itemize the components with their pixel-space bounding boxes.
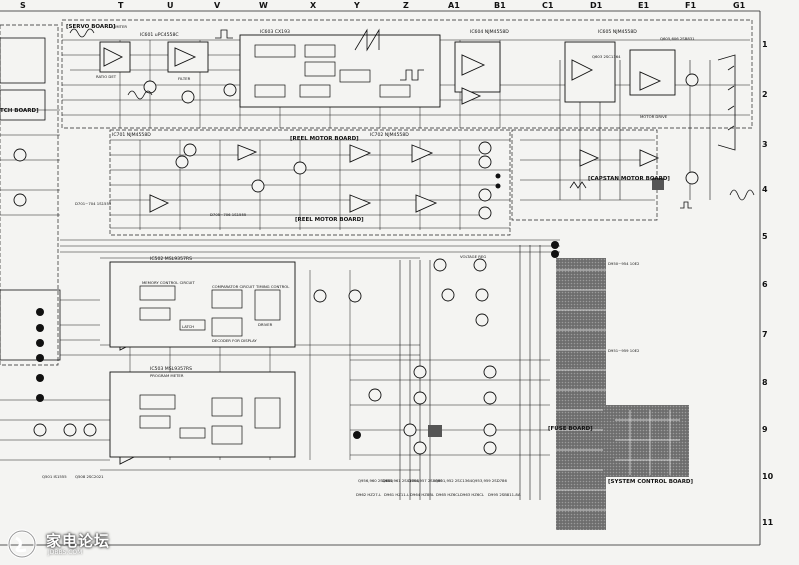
column-label: A1 xyxy=(448,1,460,10)
row-label: 6 xyxy=(762,280,768,289)
memory-control-label: MEMORY CONTROL CIRCUIT xyxy=(142,280,195,285)
ic503-block xyxy=(109,371,296,458)
component-label: D701~704 1S1555 xyxy=(75,201,112,206)
ic503-label: IC503 MSL9357RS xyxy=(150,366,192,372)
ic605-label: IC605 NJM4558D xyxy=(598,29,637,35)
filter-label: FILTER xyxy=(178,76,191,81)
column-label: C1 xyxy=(542,1,554,10)
waveform-sine xyxy=(69,28,95,38)
component-label: D995 2SB811-8A xyxy=(488,492,521,497)
row-label: 7 xyxy=(762,330,768,339)
component-label: Q956,960 2SD880 xyxy=(358,478,393,483)
program-meter-label: PROGRAM METER xyxy=(150,373,184,378)
waveform-pulse xyxy=(680,201,692,209)
ic502-label: IC502 MSL9357RS xyxy=(150,256,192,262)
component-label: Q954,957 2SB880 xyxy=(408,478,443,483)
waveform-sine xyxy=(729,189,755,201)
row-label: 8 xyxy=(762,378,768,387)
column-label: U xyxy=(167,1,174,10)
component-label: VOLTAGE REG xyxy=(460,254,486,259)
component-label: Q953,959 2SD786 xyxy=(472,478,507,483)
column-label: G1 xyxy=(733,1,746,10)
capstan-motor-board-label: [CAPSTAN MOTOR BOARD] xyxy=(588,176,670,182)
row-label: 9 xyxy=(762,425,768,434)
component-label: D962 HZ27-L xyxy=(356,492,382,497)
component-label: Q603 2SC1364 xyxy=(592,54,621,59)
waveform-triangle xyxy=(569,181,587,189)
column-label: Z xyxy=(403,1,409,10)
component-label: D950~954 10E2 xyxy=(608,261,640,266)
comparator-label: COMPARATOR CIRCUIT xyxy=(212,284,255,289)
waveform-sawtooth xyxy=(354,28,380,52)
column-label: D1 xyxy=(590,1,603,10)
ic-chip xyxy=(428,425,442,437)
column-label: S xyxy=(20,1,26,10)
system-control-shading xyxy=(603,405,689,477)
component-label: D963 HZ6CL xyxy=(460,492,485,497)
timing-label: TIMING CONTROL xyxy=(255,284,290,289)
component-label: D961 HZ11-L xyxy=(384,492,410,497)
watermark-cn-text: 家电论坛 xyxy=(46,532,111,550)
left-board-outline xyxy=(0,24,59,366)
capstan-motor-connector xyxy=(717,54,736,151)
fuse-board-label: [FUSE BOARD] xyxy=(548,426,593,432)
waveform-sine xyxy=(127,90,153,100)
column-label: V xyxy=(214,1,221,10)
system-control-board-label: [SYSTEM CONTROL BOARD] xyxy=(608,479,693,485)
component-label: Q955,961 2SC1364 xyxy=(382,478,420,483)
component-label: MOTOR DRIVE xyxy=(640,114,668,119)
latch-label: LATCH xyxy=(182,324,194,329)
ic604-label: IC604 NJM4558D xyxy=(470,29,509,35)
component-label: Q508 2SC2021 xyxy=(75,474,104,479)
column-label: E1 xyxy=(638,1,650,10)
row-label: 3 xyxy=(762,140,768,149)
reel-motor-board-outline xyxy=(109,129,511,236)
watermark-en-text: JDBBS.COM xyxy=(48,549,83,556)
waveform-pulse xyxy=(400,69,424,81)
column-label: X xyxy=(310,1,317,10)
servo-board-label: [SERVO BOARD] xyxy=(66,24,116,30)
component-label: D951~959 10E2 xyxy=(608,348,640,353)
column-label: W xyxy=(259,1,268,10)
row-label: 11 xyxy=(762,518,774,527)
ic701-label: IC701 NJM4558D xyxy=(112,132,151,138)
column-label: F1 xyxy=(685,1,697,10)
column-label: T xyxy=(118,1,124,10)
reel-motor-board-label: [REEL MOTOR BOARD] xyxy=(290,136,359,142)
motor-drive-block xyxy=(629,49,676,96)
row-label: 1 xyxy=(762,40,768,49)
switch-board-label: TCH BOARD] xyxy=(0,108,39,114)
row-label: 5 xyxy=(762,232,768,241)
decoder-label: DECODER FOR DISPLAY xyxy=(212,338,257,343)
row-label: 10 xyxy=(762,472,774,481)
ic702-label: IC702 NJM4558D xyxy=(370,132,409,138)
component-label: D965 HZ6CL xyxy=(436,492,461,497)
ic-chip xyxy=(652,178,664,190)
driver-label: DRIVER xyxy=(258,322,273,327)
servo-board-outline xyxy=(61,19,753,129)
ic502-block xyxy=(109,261,296,348)
row-label: 4 xyxy=(762,185,768,194)
component-label: Q605,606 2SB831 xyxy=(660,36,695,41)
column-header: S T U V W X Y Z A1 B1 C1 D1 E1 F1 G1 xyxy=(0,0,799,12)
reel-motor-board-label: [REEL MOTOR BOARD] xyxy=(295,217,364,223)
component-label: Q501 IS1555 xyxy=(42,474,67,479)
jdbbs-logo-icon xyxy=(7,529,37,559)
ic601-label: IC601 uPC4558C xyxy=(140,32,179,38)
component-label: Q951,952 2SC1364 xyxy=(435,478,473,483)
limiter-label: LIMITER xyxy=(112,24,127,29)
ratio-det-label: RATIO DET xyxy=(96,74,117,79)
waveform-pulse xyxy=(215,29,233,39)
capstan-motor-board-outline xyxy=(511,129,658,221)
ic603-label: IC603 CX193 xyxy=(260,29,290,35)
fuse-board-shading xyxy=(556,258,606,530)
column-label: Y xyxy=(354,1,360,10)
site-watermark: 家电论坛 JDBBS.COM xyxy=(4,528,134,562)
component-label: D964 HZ8BL xyxy=(410,492,435,497)
row-label: 2 xyxy=(762,90,768,99)
component-label: D705~706 1S1555 xyxy=(210,212,247,217)
column-label: B1 xyxy=(494,1,506,10)
